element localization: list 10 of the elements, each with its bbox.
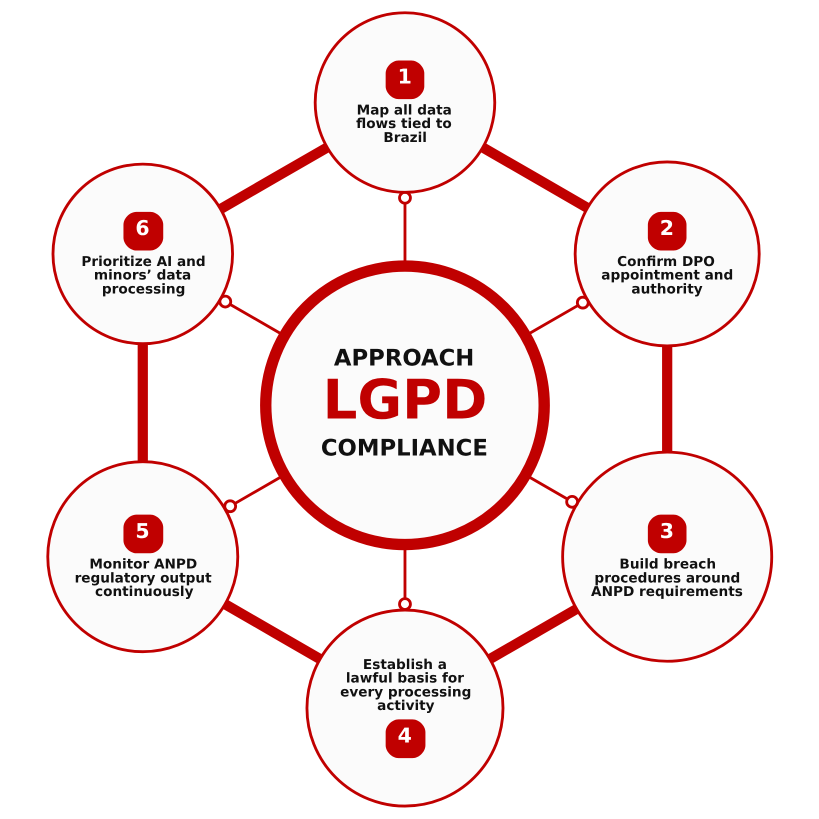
node-circle: APPROACH LGPD COMPLIANCE: [260, 260, 550, 550]
node-circle: Establish a lawful basis for every processing activity 4: [306, 608, 504, 808]
connector: [488, 604, 580, 664]
connector: [662, 346, 672, 452]
node-circle: 3 Build breach procedures around ANPD requirements: [561, 450, 774, 663]
node-circle: 1 Map all data flows tied to Brazil: [314, 11, 496, 194]
connector: [138, 344, 148, 462]
connector: [480, 143, 590, 212]
connector: [218, 143, 330, 214]
connector: [223, 600, 322, 664]
